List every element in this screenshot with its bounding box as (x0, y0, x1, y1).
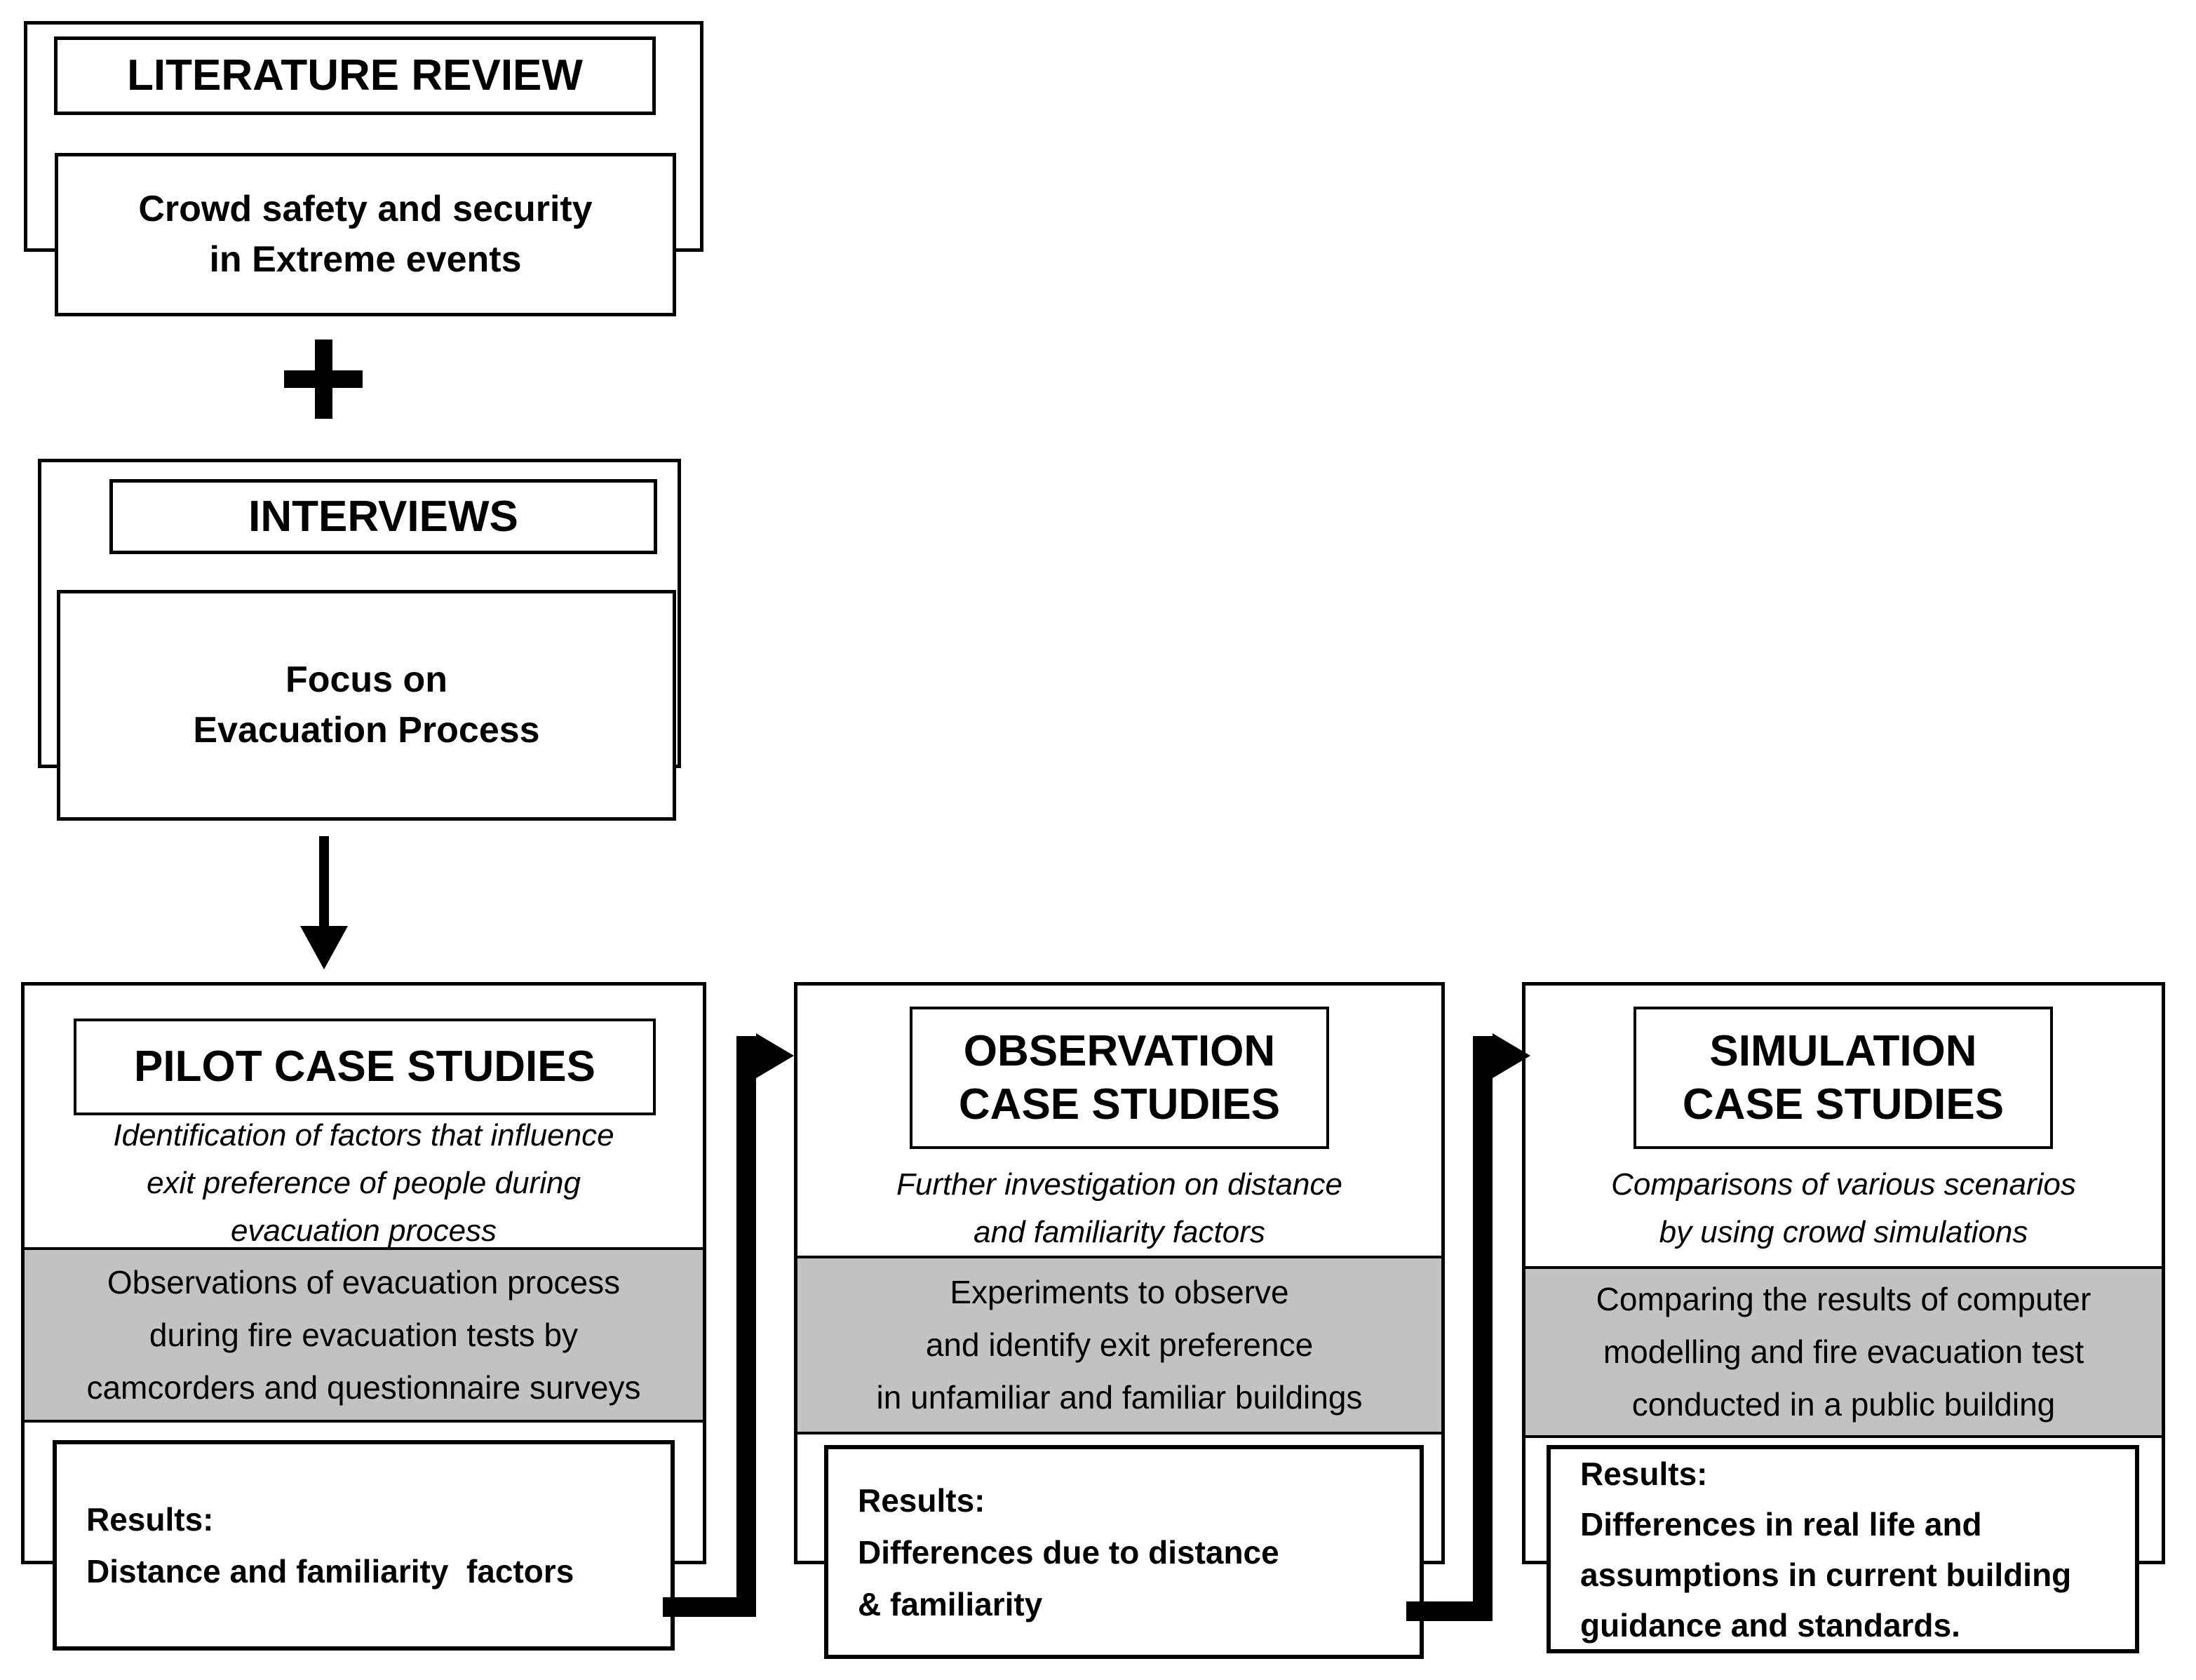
literature-review-content-box: Crowd safety and security in Extreme eve… (55, 153, 676, 316)
right-arrow-icon (1493, 1033, 1530, 1078)
observation-title: OBSERVATION CASE STUDIES (958, 1026, 1281, 1129)
literature-review-title: LITERATURE REVIEW (127, 51, 583, 100)
simulation-results-text: Differences in real life and assumptions… (1580, 1505, 2072, 1644)
pilot-results-box: Results: Distance and familiarity factor… (53, 1440, 675, 1651)
literature-review-title-box: LITERATURE REVIEW (54, 36, 656, 115)
simulation-results-box: Results: Differences in real life and as… (1547, 1445, 2139, 1653)
pilot-method-text: Observations of evacuation process durin… (86, 1263, 641, 1406)
interviews-subtitle: Focus on Evacuation Process (193, 659, 540, 751)
observation-results-text: Differences due to distance & familiarit… (858, 1533, 1279, 1622)
pilot-method-band: Observations of evacuation process durin… (25, 1247, 703, 1423)
simulation-results-label: Results: (1580, 1455, 1708, 1492)
interviews-title: INTERVIEWS (248, 492, 518, 541)
pilot-title-box: PILOT CASE STUDIES (74, 1019, 656, 1115)
observation-description: Further investigation on distance and fa… (896, 1167, 1342, 1249)
interviews-title-box: INTERVIEWS (109, 479, 657, 554)
interviews-content-box: Focus on Evacuation Process (57, 590, 676, 821)
simulation-method-text: Comparing the results of computer modell… (1596, 1281, 2091, 1423)
pilot-results-text: Distance and familiarity factors (86, 1553, 574, 1590)
pilot-description: Identification of factors that influence… (113, 1118, 614, 1248)
pilot-results-label: Results: (86, 1501, 214, 1538)
simulation-description: Comparisons of various scenarios by usin… (1611, 1167, 2076, 1249)
simulation-title-box: SIMULATION CASE STUDIES (1633, 1007, 2053, 1149)
observation-title-box: OBSERVATION CASE STUDIES (910, 1007, 1329, 1149)
literature-review-subtitle: Crowd safety and security in Extreme eve… (138, 188, 593, 280)
simulation-title: SIMULATION CASE STUDIES (1682, 1026, 2005, 1129)
observation-results-label: Results: (858, 1481, 985, 1519)
observation-method-band: Experiments to observe and identify exit… (797, 1256, 1441, 1434)
pilot-title: PILOT CASE STUDIES (134, 1042, 595, 1091)
observation-method-text: Experiments to observe and identify exit… (876, 1274, 1363, 1416)
observation-results-box: Results: Differences due to distance & f… (824, 1445, 1424, 1659)
simulation-method-band: Comparing the results of computer modell… (1525, 1266, 2162, 1438)
right-arrow-icon (756, 1033, 794, 1078)
